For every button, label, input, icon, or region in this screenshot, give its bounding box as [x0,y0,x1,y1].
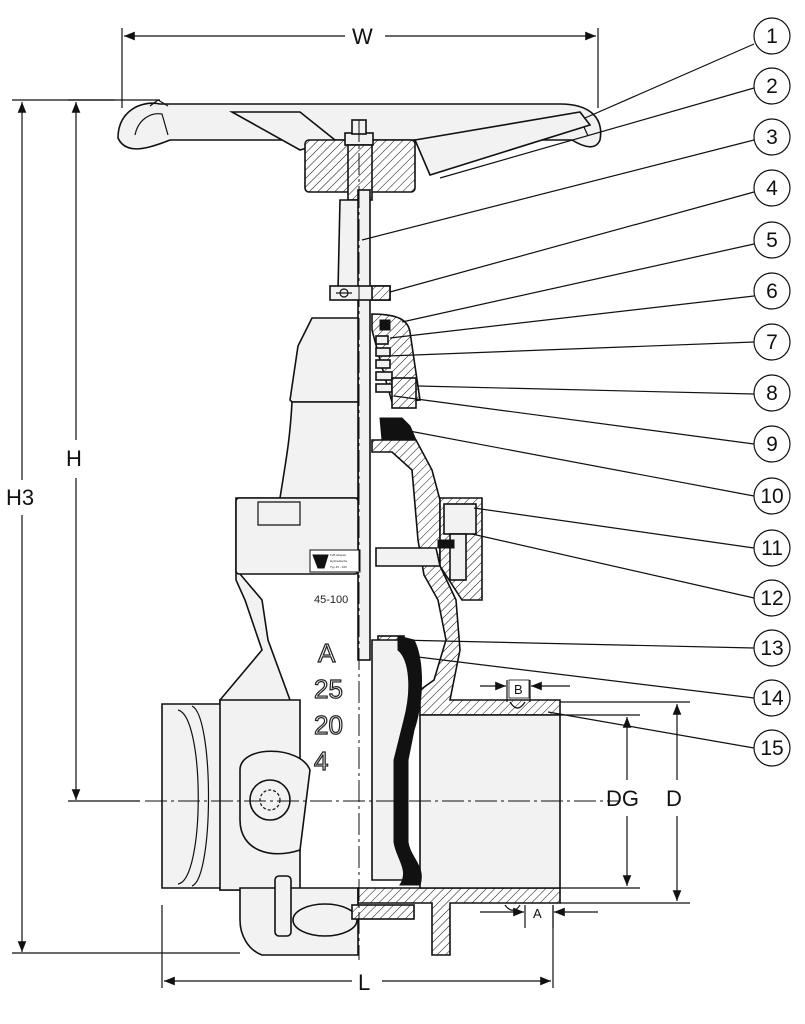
callout-5: 5 [753,221,791,259]
callout-8: 8 [753,374,791,412]
svg-text:Typ 45 - 100: Typ 45 - 100 [330,565,347,569]
dimension-w: W [121,24,599,108]
callout-11: 11 [753,529,791,567]
dim-d-label: D [666,786,682,811]
svg-text:Hydraulische: Hydraulische [330,559,348,563]
callout-13: 13 [753,629,791,667]
svg-text:6: 6 [766,280,778,303]
svg-text:5: 5 [766,229,778,252]
svg-text:7: 7 [766,331,778,354]
callout-group: 1 2 3 4 5 6 7 8 [753,17,791,767]
svg-text:13: 13 [760,637,783,660]
dim-a-label: A [533,906,542,921]
svg-text:1: 1 [766,25,778,48]
thrust-collar [329,285,391,301]
callout-14: 14 [753,679,791,717]
callout-1: 1 [753,17,791,55]
callout-7: 7 [753,323,791,361]
callout-10: 10 [753,477,791,515]
dim-l-label: L [358,970,370,995]
bottom-foot [239,875,359,956]
stem [337,189,371,661]
marking-line-1: 25 [314,674,343,704]
svg-text:4: 4 [766,177,778,200]
dimension-h3: H3 [6,99,240,954]
dim-h3-label: H3 [6,485,34,510]
dim-w-label: W [352,24,373,49]
dimension-d: D [560,701,690,904]
svg-text:14: 14 [760,687,784,710]
marking-line-3: 4 [314,746,328,776]
svg-text:8: 8 [766,382,778,405]
left-spigot [161,699,311,891]
callout-6: 6 [753,272,791,310]
dimension-b: B [480,679,570,702]
callout-12: 12 [753,579,791,617]
svg-text:15: 15 [760,737,783,760]
wedge [371,635,422,886]
svg-text:9: 9 [766,433,778,456]
dim-dg-label: DG [606,786,639,811]
callout-2: 2 [753,67,791,105]
dimension-h: H [66,99,160,802]
callout-4: 4 [753,169,791,207]
dim-h-label: H [66,446,82,471]
dimension-a: A [480,905,598,928]
callout-3: 3 [753,118,791,156]
svg-text:2: 2 [766,75,778,98]
svg-text:10: 10 [760,485,783,508]
dim-b-label: B [514,682,523,697]
svg-text:11: 11 [761,537,783,560]
svg-text:12: 12 [760,587,783,610]
svg-text:FvB Absperr: FvB Absperr [330,553,347,557]
model-marking: 45-100 [314,594,348,606]
dimension-dg: DG [560,714,640,889]
marking-line-2: 20 [314,710,343,740]
logo-marking: A [318,638,336,668]
svg-text:3: 3 [766,126,778,149]
callout-leaders [361,43,755,749]
callout-9: 9 [753,425,791,463]
callout-15: 15 [753,729,791,767]
